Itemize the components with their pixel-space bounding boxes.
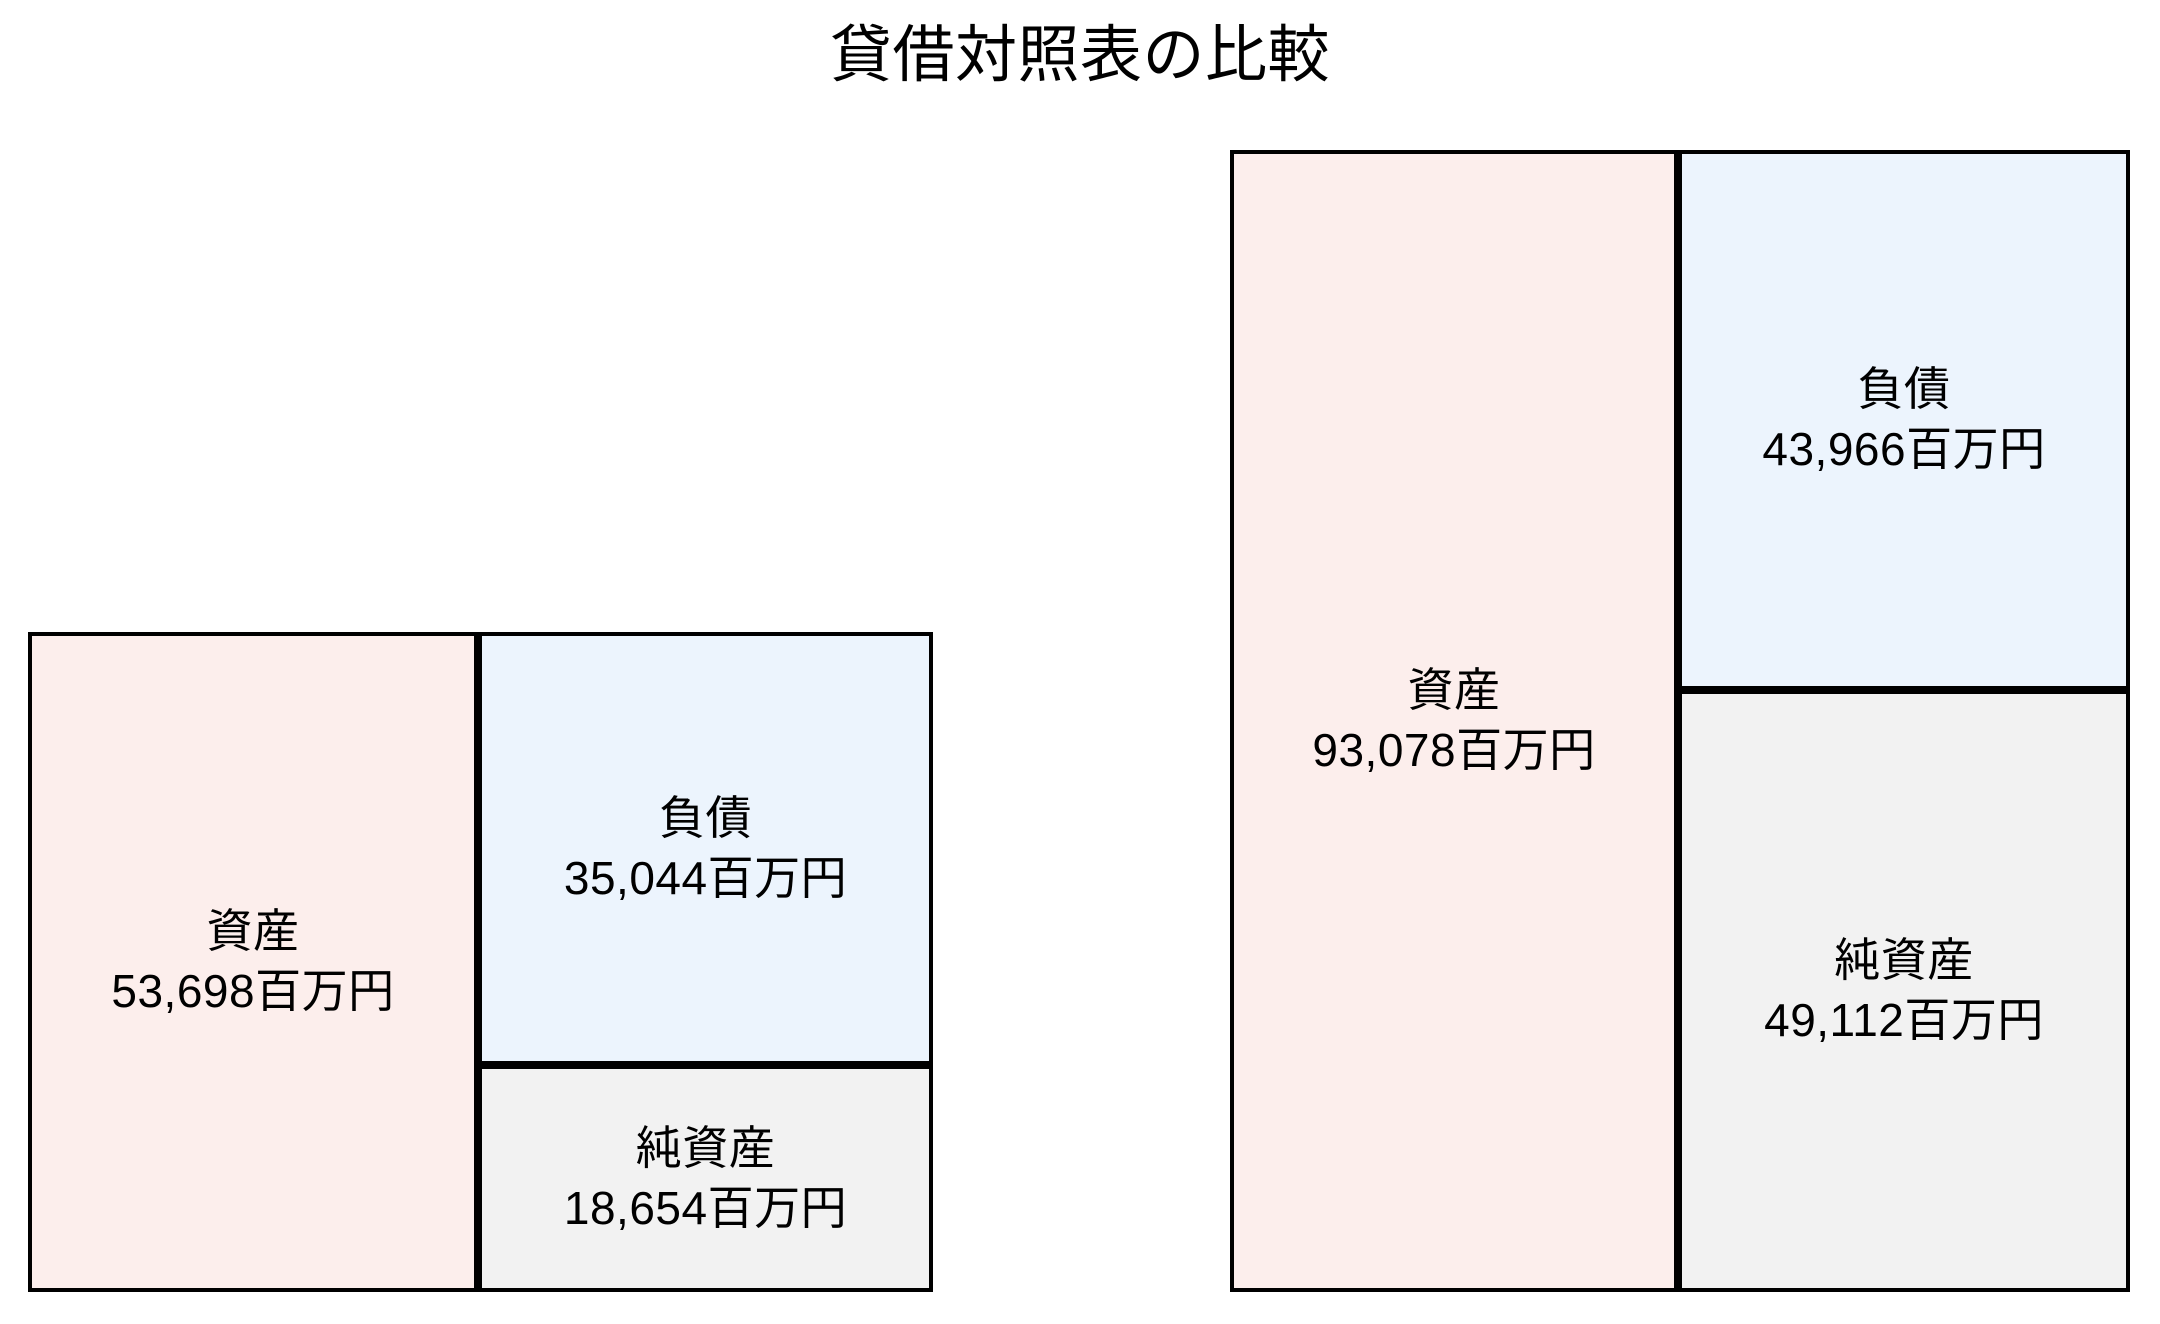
right-assets-amount: 93,078百万円 (1312, 724, 1596, 776)
right-liabilities-label: 負債 43,966百万円 (1762, 360, 2045, 480)
left-net-assets-category: 純資産 (635, 1121, 776, 1174)
right-assets-label: 資産 93,078百万円 (1312, 661, 1595, 781)
left-liabilities-block: 負債 35,044百万円 (478, 632, 933, 1065)
right-net-assets-category: 純資産 (1834, 934, 1974, 987)
right-net-assets-block: 純資産 49,112百万円 (1678, 690, 2130, 1292)
right-net-assets-amount: 49,112百万円 (1764, 994, 2044, 1046)
left-assets-category: 資産 (206, 905, 300, 958)
right-liabilities-amount: 43,966百万円 (1762, 423, 2046, 475)
right-assets-block: 資産 93,078百万円 (1230, 150, 1678, 1292)
left-assets-block: 資産 53,698百万円 (28, 632, 478, 1292)
right-liabilities-category: 負債 (1857, 363, 1951, 416)
left-net-assets-block: 純資産 18,654百万円 (478, 1065, 933, 1292)
left-assets-amount: 53,698百万円 (111, 965, 395, 1017)
right-assets-category: 資産 (1407, 664, 1501, 717)
right-net-assets-label: 純資産 49,112百万円 (1764, 931, 2044, 1051)
left-liabilities-category: 負債 (658, 791, 752, 844)
left-liabilities-amount: 35,044百万円 (563, 851, 848, 904)
left-net-assets-amount: 18,654百万円 (563, 1181, 848, 1234)
left-liabilities-label: 負債 35,044百万円 (564, 789, 847, 909)
left-net-assets-label: 純資産 18,654百万円 (564, 1119, 847, 1239)
right-liabilities-block: 負債 43,966百万円 (1678, 150, 2130, 690)
page-title: 貸借対照表の比較 (829, 21, 1330, 90)
left-assets-label: 資産 53,698百万円 (111, 902, 394, 1022)
